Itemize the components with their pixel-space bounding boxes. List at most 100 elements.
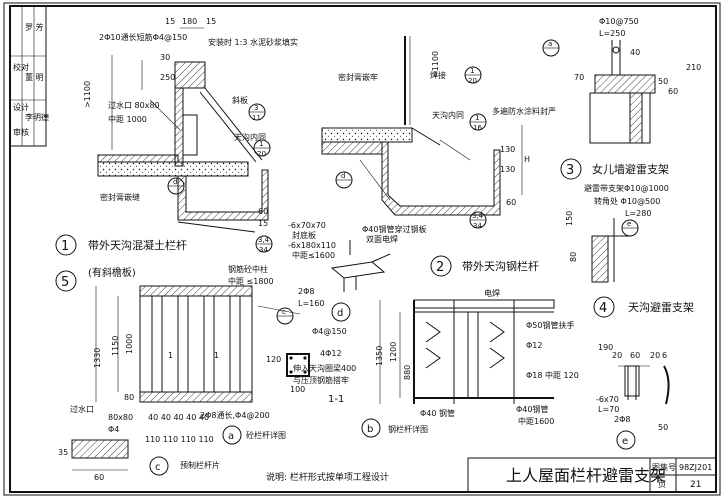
page-label: 页: [658, 480, 666, 489]
side-col1-0: 校对: [13, 62, 29, 72]
det-a-letter: a: [228, 431, 234, 442]
lbl-dim20b: 20: [650, 351, 660, 360]
d5-title: (有斜檐板): [88, 266, 136, 279]
lbl-pipe40: Φ40钢管穿过钢板: [362, 224, 426, 234]
lbl-dim1150: 1150: [111, 336, 120, 356]
lbl-plate2: 封底板: [292, 230, 316, 240]
lbl-rebar-mid: 钢筋砼中柱: [228, 264, 268, 274]
lbl-p3a: Φ10@750: [599, 17, 639, 26]
ref-bubble-34a: 3,434: [255, 235, 273, 254]
lbl-dim80b: 80: [124, 393, 134, 402]
svg-text:d: d: [173, 178, 177, 186]
lbl-dim40: 40: [630, 48, 640, 57]
det-b-letter: b: [367, 424, 373, 435]
det-b-title: 钢栏杆详图: [388, 424, 428, 434]
lbl-dim50: 50: [658, 77, 668, 86]
svg-text:3,4: 3,4: [258, 236, 270, 244]
det-c-title: 预制栏杆片: [180, 460, 220, 470]
d3-title: 女儿墙避雷支架: [592, 162, 669, 176]
title-text: 上人屋面栏杆避雷支架: [506, 466, 666, 485]
lbl-spacing: 中距 1000: [108, 114, 147, 124]
lbl-dim120: 120: [266, 355, 281, 364]
lbl-dim250: 250: [160, 73, 175, 82]
lbl-dim1330: 1330: [93, 348, 102, 368]
lbl-outlet: 过水口 80x80: [108, 100, 160, 110]
svg-text:c: c: [282, 308, 286, 316]
lbl-conductor: 电焊: [484, 288, 500, 298]
lbl-dim15b: 15: [206, 17, 216, 26]
detail-4-drawing: e: [591, 218, 639, 283]
ref-bubble-1-20: 120: [253, 139, 271, 158]
d1-title: 带外天沟混凝土栏杆: [88, 238, 187, 252]
lbl-dim210: 210: [686, 63, 701, 72]
lbl-dim15a: 15: [165, 17, 175, 26]
lbl-rail50: Φ50钢管扶手: [526, 320, 574, 330]
lbl-dim1000: 1000: [125, 334, 134, 354]
svg-text:3: 3: [254, 104, 258, 112]
lbl-dim70: 70: [574, 73, 584, 82]
title-block: [467, 457, 717, 493]
ref-16: 16: [473, 124, 482, 132]
lbl-dim1350: 1350: [375, 346, 384, 366]
ref-bubble-d: d: [167, 177, 185, 195]
lbl-dim-h: H: [524, 155, 530, 164]
svg-text:1: 1: [475, 114, 479, 122]
ref-bubble-d2: d: [335, 171, 353, 189]
lbl-dim130a: 130: [500, 145, 515, 154]
lbl-spacing2: 中距 ≤1800: [228, 276, 274, 286]
detail-3-title: 3 女儿墙避雷支架: [560, 158, 669, 180]
det-e-letter: e: [622, 436, 628, 447]
lbl-one-b: 1: [214, 351, 219, 360]
lbl-dim15c: 15: [258, 219, 268, 228]
lbl-dim30: 30: [160, 53, 170, 62]
lbl-phi4: Φ4: [108, 425, 119, 434]
svg-text:a: a: [548, 40, 552, 48]
lbl-dim60b: 60: [506, 198, 516, 207]
lbl-dim150: 150: [565, 211, 574, 226]
lbl-embed2: 与压顶钢筋搭牢: [293, 375, 349, 385]
lbl-phi12: Φ12: [526, 341, 542, 350]
lbl-plate-e2: L=70: [598, 405, 619, 414]
d4-title: 天沟避雷支架: [628, 300, 694, 314]
lbl-gutter-in2: 天沟内同: [432, 110, 464, 120]
lbl-dim100: 100: [290, 385, 305, 394]
lbl-rebar-top: 2Φ10通长短筋Φ4@150: [99, 32, 187, 42]
lbl-dim20a: 20: [612, 351, 622, 360]
svg-text:e: e: [627, 220, 631, 228]
ref-34a: 34: [259, 246, 268, 254]
lbl-sealant-emb: 密封膏嵌牢: [338, 72, 378, 82]
lbl-gutter-in: 天沟内同: [234, 132, 266, 142]
detail-2-drawing: [321, 36, 523, 216]
svg-text:d: d: [341, 172, 345, 180]
lbl-dim6: 6: [662, 351, 667, 360]
ref-3-4: 3,4: [472, 212, 484, 220]
ref-bubble-c: c: [276, 307, 294, 325]
detail-c-drawing: c 预制栏杆片: [71, 439, 220, 476]
ref-bubble-3-11: 311: [248, 103, 266, 122]
note-text: 说明: 栏杆形式按单项工程设计: [266, 471, 389, 483]
lbl-2phi8-long: 2Φ8通长,Φ4@200: [200, 410, 270, 420]
svg-text:1: 1: [259, 140, 263, 148]
d2-num: 2: [436, 260, 444, 275]
lbl-dim50b: 50: [658, 423, 668, 432]
det-d-letter: d: [337, 308, 343, 319]
ref-bubble-1-16: 116: [469, 113, 487, 132]
lbl-dim880: 880: [403, 365, 412, 380]
lbl-phi18: Φ18 中距 120: [526, 370, 579, 380]
detail-b-drawing: b 钢栏杆详图: [361, 299, 555, 438]
svg-text:20: 20: [257, 150, 266, 158]
sheet-inner-frame: [9, 5, 717, 493]
lbl-pipe40c: Φ40钢管: [516, 404, 548, 414]
lbl-weld: 焊接: [430, 70, 446, 80]
lbl-dim60d: 60: [94, 473, 104, 482]
lbl-dim190: 190: [598, 343, 613, 352]
lbl-sec11: 1-1: [328, 394, 344, 405]
side-approval-block: 校对 设计 审核 罗 芳 董 明 李明德: [9, 5, 49, 147]
lbl-weld2: 双面电焊: [366, 234, 398, 244]
det-a-title: 砼栏杆详图: [246, 430, 286, 440]
side-col1-1: 设计: [13, 102, 29, 112]
lbl-p3e: L=280: [625, 209, 651, 218]
detail-e-drawing: e: [616, 365, 670, 450]
d4-num: 4: [599, 301, 607, 316]
